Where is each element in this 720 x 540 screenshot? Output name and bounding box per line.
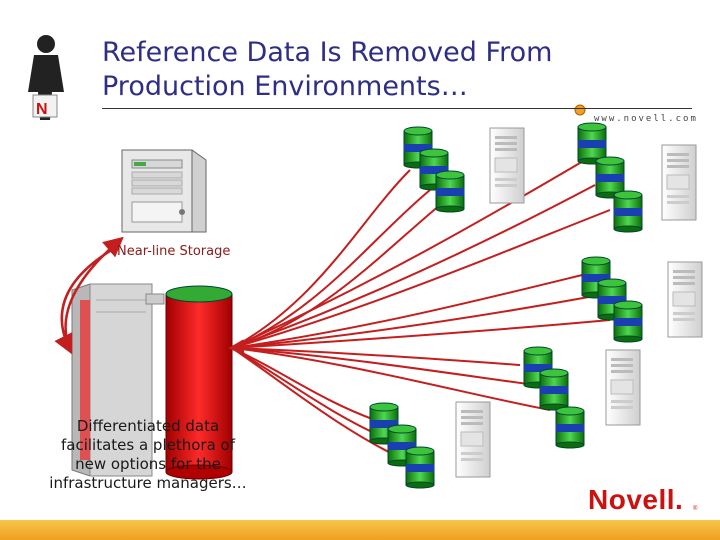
presenter-figure-icon: N [28,35,64,120]
novell-logo: Novell. [588,484,684,515]
database-group-bottom [369,402,435,489]
registered-mark: ® [693,506,698,512]
slide-title: Reference Data Is Removed From Productio… [102,36,622,104]
caption-text: Differentiated data facilitates a pletho… [28,417,268,493]
website-url: www.novell.com [594,114,698,124]
database-group-mid-right [581,256,643,343]
title-line-1: Reference Data Is Removed From [102,37,553,68]
caption-line-1: Differentiated data [76,417,220,435]
nearline-storage-label: Near-line Storage [117,244,231,259]
caption-line-2: facilitates a plethora of [60,436,236,454]
caption-line-4: infrastructure managers… [49,474,247,492]
database-group-top-right [577,122,643,233]
database-group-top-middle [403,126,465,213]
footer-bar [0,520,720,540]
storage-array-icon [71,283,233,480]
tower-server-icon [667,261,703,338]
tower-server-icon [605,349,641,426]
svg-text:N: N [36,101,48,118]
tower-server-icon [661,144,697,221]
title-divider [102,108,692,109]
tower-server-icon [455,401,491,478]
tower-server-icon [489,127,525,204]
database-group-lower-right [523,346,585,449]
caption-line-3: new options for the [75,455,221,473]
data-flow-lines [228,159,611,461]
nearline-server-icon [121,149,207,233]
title-line-2: Production Environments… [102,71,468,102]
